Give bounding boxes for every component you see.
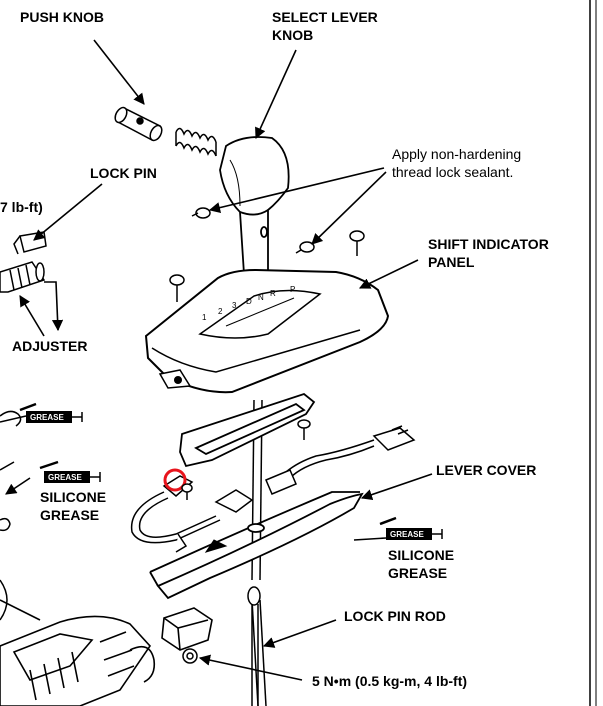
label-select-lever-knob-line1: SELECT LEVER [272, 9, 378, 25]
gear-mark: D [246, 297, 252, 306]
grease-tag-text: GREASE [390, 530, 424, 539]
leader-grease-middle [5, 477, 31, 495]
gear-mark: 1 [202, 313, 207, 322]
gear-mark: N [258, 293, 264, 302]
leader-lines [5, 39, 433, 681]
screw-harness [181, 483, 193, 500]
label-shift-indicator-panel-line2: PANEL [428, 254, 475, 270]
leader-adjuster-b [44, 281, 64, 332]
lock-pin-part [13, 231, 47, 255]
gear-markings: P R N D 3 2 1 [202, 285, 295, 322]
shift-indicator-panel-part [144, 268, 390, 394]
screw-panel-left [169, 274, 185, 302]
label-shift-indicator-panel-line1: SHIFT INDICATOR [428, 236, 549, 252]
leader-grease-right [353, 537, 387, 541]
label-push-knob: PUSH KNOB [20, 9, 105, 25]
wiring-harness [130, 425, 416, 553]
label-lock-pin: LOCK PIN [90, 165, 157, 181]
lever-cover-part [149, 491, 364, 600]
left-edge-parts [0, 410, 22, 621]
push-knob-part [114, 106, 163, 142]
guide-plate-part [179, 392, 316, 468]
gear-mark: 3 [232, 301, 237, 310]
grease-tag-middle: GREASE [39, 460, 101, 483]
label-lever-cover: LEVER COVER [436, 462, 537, 478]
leader-torque-bottom [198, 654, 303, 681]
label-select-lever-knob-line2: KNOB [272, 27, 314, 43]
leader-lever-cover [360, 473, 433, 501]
bracket-assembly [0, 599, 156, 706]
gear-mark: R [270, 289, 276, 298]
screw-right [349, 230, 365, 256]
grease-tag-text: GREASE [48, 473, 82, 482]
leader-shift-indicator-panel [358, 259, 419, 289]
screw-guide [297, 419, 311, 440]
adjuster-part [0, 261, 46, 293]
label-torque-bottom: 5 N•m (0.5 kg-m, 4 lb-ft) [312, 673, 468, 689]
leader-select-lever-knob [255, 49, 297, 140]
grease-tag-right: GREASE [379, 516, 443, 540]
leader-sealant-a [208, 167, 385, 214]
label-silicone-grease-left-line1: SILICONE [40, 489, 107, 505]
leader-sealant-b [311, 171, 387, 245]
select-lever-knob-part [219, 136, 290, 279]
gear-mark: P [290, 285, 295, 294]
label-silicone-grease-right-line1: SILICONE [388, 547, 455, 563]
label-lock-pin-rod: LOCK PIN ROD [344, 608, 446, 624]
label-silicone-grease-right-line2: GREASE [388, 565, 448, 581]
nut-bottom [182, 648, 198, 664]
leader-adjuster-a [19, 295, 45, 337]
leader-push-knob [93, 39, 145, 105]
leader-lock-pin [33, 183, 103, 241]
spring-part [175, 127, 217, 157]
grease-tag-upper: GREASE [0, 402, 83, 423]
label-silicone-grease-left-line2: GREASE [40, 507, 100, 523]
screw-middle [295, 241, 315, 254]
note-sealant-line1: Apply non-hardening [392, 146, 522, 162]
grease-tag-text: GREASE [30, 413, 64, 422]
screw-left [191, 207, 211, 219]
note-sealant-line2: thread lock sealant. [392, 164, 514, 180]
leader-lock-pin-rod [262, 619, 337, 648]
highlight-circle [163, 468, 187, 492]
label-adjuster: ADJUSTER [12, 338, 88, 354]
lock-pin-rod-part [247, 586, 261, 706]
connector-block [161, 607, 213, 651]
gear-mark: 2 [218, 307, 223, 316]
label-torque-partial: 7 lb-ft) [0, 199, 43, 215]
